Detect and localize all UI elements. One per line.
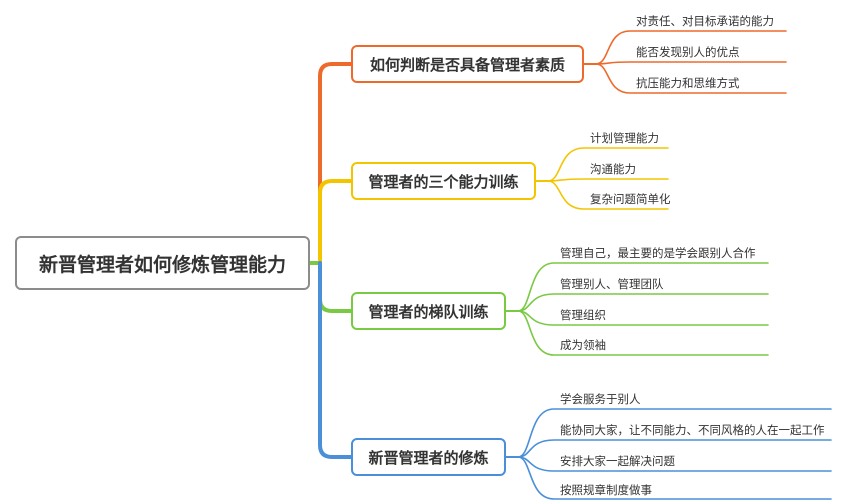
leaf-connector [547,147,669,182]
leaf-topic[interactable]: 成为领袖 [560,338,606,352]
branch-connector [318,179,353,265]
leaf-topic[interactable]: 学会服务于别人 [560,392,641,406]
leaf-connector [517,310,769,356]
root-topic[interactable]: 新晋管理者如何修炼管理能力 [15,236,310,290]
leaf-topic[interactable]: 抗压能力和思维方式 [636,76,740,90]
leaf-topic[interactable]: 计划管理能力 [590,131,659,145]
branch-topic-three-abilities[interactable]: 管理者的三个能力训练 [351,162,536,200]
leaf-topic[interactable]: 按照规章制度做事 [560,483,652,497]
leaf-connector [595,61,787,65]
branch-topic-cultivation[interactable]: 新晋管理者的修炼 [351,438,506,476]
leaf-topic[interactable]: 复杂问题简单化 [590,192,671,206]
leaf-connector [517,408,832,458]
leaf-topic[interactable]: 安排大家一起解决问题 [560,454,675,468]
leaf-connector [547,180,669,210]
branch-connector [318,261,353,313]
leaf-topic[interactable]: 管理组织 [560,308,606,322]
leaf-connector [517,310,769,326]
leaf-topic[interactable]: 能协同大家，让不同能力、不同风格的人在一起工作 [560,423,825,437]
leaf-topic[interactable]: 管理自己，最主要的是学会跟别人合作 [560,246,756,260]
leaf-connector [547,178,669,182]
leaf-topic[interactable]: 管理别人、管理团队 [560,277,664,291]
leaf-connector [517,262,769,312]
leaf-topic[interactable]: 沟通能力 [590,162,636,176]
leaf-connector [595,63,787,94]
branch-topic-quality[interactable]: 如何判断是否具备管理者素质 [351,45,584,83]
branch-connector [318,261,353,459]
branch-connector [318,62,353,265]
branch-topic-echelon[interactable]: 管理者的梯队训练 [351,292,506,330]
leaf-connector [595,30,787,65]
leaf-topic[interactable]: 能否发现别人的优点 [636,45,740,59]
leaf-topic[interactable]: 对责任、对目标承诺的能力 [636,14,774,28]
leaf-connector [517,293,769,312]
leaf-connector [517,439,832,458]
leaf-connector [517,456,832,500]
